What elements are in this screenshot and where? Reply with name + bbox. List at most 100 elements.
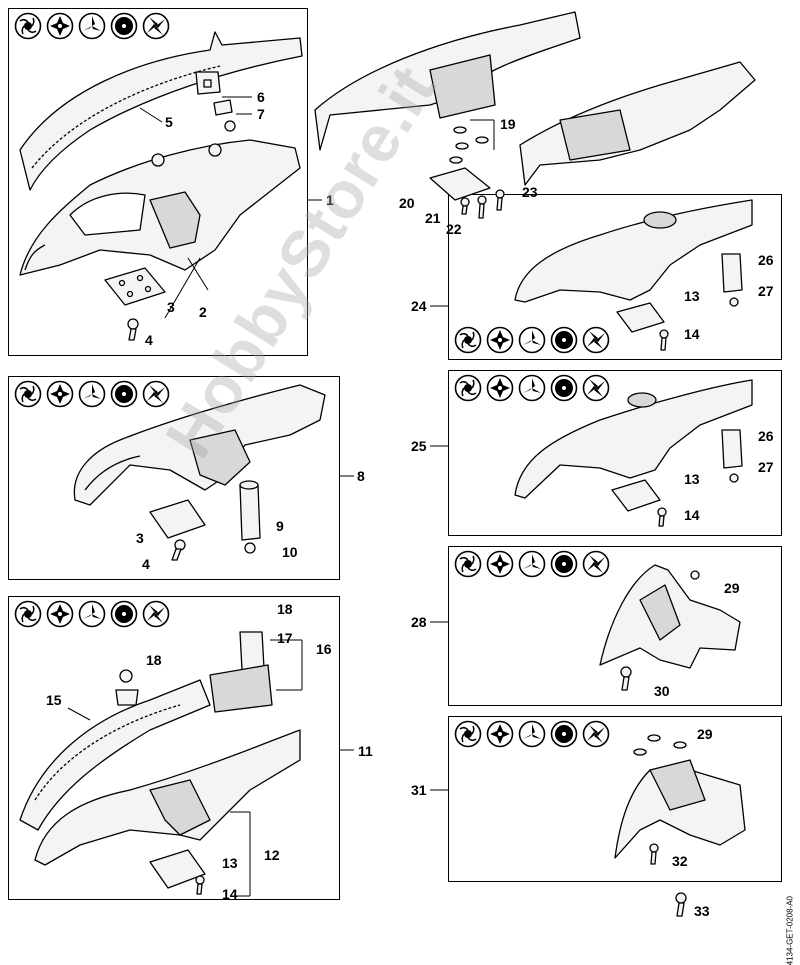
callout-18a: 18: [277, 601, 293, 617]
clip-17: [239, 631, 265, 671]
callout-10: 10: [282, 544, 298, 560]
callout-11: 11: [358, 743, 373, 759]
deflector-extension-5: [19, 31, 303, 191]
callout-17: 17: [277, 630, 293, 646]
callout-29b: 29: [697, 726, 713, 742]
callout-12: 12: [264, 847, 280, 863]
screw-21: [460, 197, 470, 215]
callout-7: 7: [257, 106, 265, 122]
three-tooth-blade-icon: [518, 374, 546, 406]
callout-23: 23: [522, 184, 538, 200]
four-tooth-blade-icon: [582, 374, 610, 406]
three-tooth-blade-icon: [78, 380, 106, 412]
screw-30: [620, 666, 632, 691]
deflector-1: [19, 139, 301, 276]
four-tooth-blade-icon: [582, 550, 610, 582]
clip-26b: [721, 429, 743, 469]
screw-32: [649, 843, 659, 865]
washers-29b: [633, 734, 687, 756]
deflector-31: [614, 759, 746, 859]
o-rings-19: [449, 126, 489, 164]
parts-drawing: [19, 11, 756, 917]
grass-cutting-head-icon: [454, 720, 482, 752]
callout-31: 31: [411, 782, 427, 798]
callout-13a: 13: [222, 855, 238, 871]
icon-row-panel-31: [454, 720, 614, 752]
callout-1: 1: [326, 192, 334, 208]
callout-13b: 13: [684, 288, 700, 304]
icon-row-panel-11: [14, 600, 174, 632]
four-tooth-blade-icon: [582, 720, 610, 752]
grass-cutting-head-icon: [14, 380, 42, 412]
metal-grass-blade-icon: [486, 550, 514, 582]
grass-cutting-head-icon: [454, 326, 482, 358]
plate-3: [104, 267, 166, 306]
callout-20: 20: [399, 195, 415, 211]
screw-27b: [729, 473, 739, 483]
callout-28: 28: [411, 614, 427, 630]
metal-grass-blade-icon: [46, 12, 74, 44]
callout-4b: 4: [142, 556, 150, 572]
callout-18b: 18: [146, 652, 162, 668]
plate-3b: [149, 499, 206, 539]
callout-14b: 14: [684, 326, 700, 342]
clip-6: [195, 71, 221, 95]
icon-row-panel-1: [14, 12, 174, 44]
screw-22: [477, 195, 487, 219]
washer-29a: [690, 570, 700, 580]
top-guard-a: [314, 11, 581, 151]
callout-3: 3: [167, 299, 175, 315]
metal-grass-blade-icon: [46, 600, 74, 632]
clip-6b: [213, 99, 233, 116]
four-tooth-blade-icon: [142, 380, 170, 412]
callout-21: 21: [425, 210, 441, 226]
circular-saw-blade-icon: [550, 326, 578, 358]
callout-14a: 14: [222, 886, 238, 902]
callout-24: 24: [411, 298, 427, 314]
metal-grass-blade-icon: [486, 720, 514, 752]
three-tooth-blade-icon: [78, 600, 106, 632]
callout-27a: 27: [758, 283, 774, 299]
callout-5: 5: [165, 114, 173, 130]
circular-saw-blade-icon: [110, 600, 138, 632]
four-tooth-blade-icon: [142, 600, 170, 632]
deflector-24: [514, 199, 753, 303]
metal-grass-blade-icon: [486, 374, 514, 406]
grass-cutting-head-icon: [454, 374, 482, 406]
top-guard-b: [519, 61, 756, 186]
callout-8: 8: [357, 468, 365, 484]
metal-grass-blade-icon: [46, 380, 74, 412]
circular-saw-blade-icon: [550, 550, 578, 582]
icon-row-panel-28: [454, 550, 614, 582]
callout-33: 33: [694, 903, 710, 919]
callout-3b: 3: [136, 530, 144, 546]
screw-14a: [195, 875, 205, 895]
callout-6: 6: [257, 89, 265, 105]
grass-cutting-head-icon: [14, 600, 42, 632]
callout-9: 9: [276, 518, 284, 534]
clip-26a: [721, 253, 743, 293]
deflector-11: [34, 729, 301, 866]
plate-20: [429, 167, 491, 201]
clip-18a: [119, 669, 133, 683]
callout-13c: 13: [684, 471, 700, 487]
circular-saw-blade-icon: [550, 374, 578, 406]
circular-saw-blade-icon: [110, 380, 138, 412]
four-tooth-blade-icon: [582, 326, 610, 358]
screw-4b: [171, 539, 186, 561]
callout-27b: 27: [758, 459, 774, 475]
callout-26a: 26: [758, 252, 774, 268]
callout-29a: 29: [724, 580, 740, 596]
deflector-extension-15: [19, 679, 211, 831]
callout-22: 22: [446, 221, 462, 237]
screw-27a: [729, 297, 739, 307]
document-id: 4134-GET-0208-A0: [785, 896, 794, 965]
callout-19: 19: [500, 116, 516, 132]
deflector-25: [514, 379, 753, 499]
plate-13c: [611, 479, 661, 512]
screw-10: [244, 542, 256, 554]
plate-13b: [616, 302, 665, 333]
four-tooth-blade-icon: [142, 12, 170, 44]
screw-4: [127, 318, 139, 341]
nut-7: [224, 120, 236, 132]
